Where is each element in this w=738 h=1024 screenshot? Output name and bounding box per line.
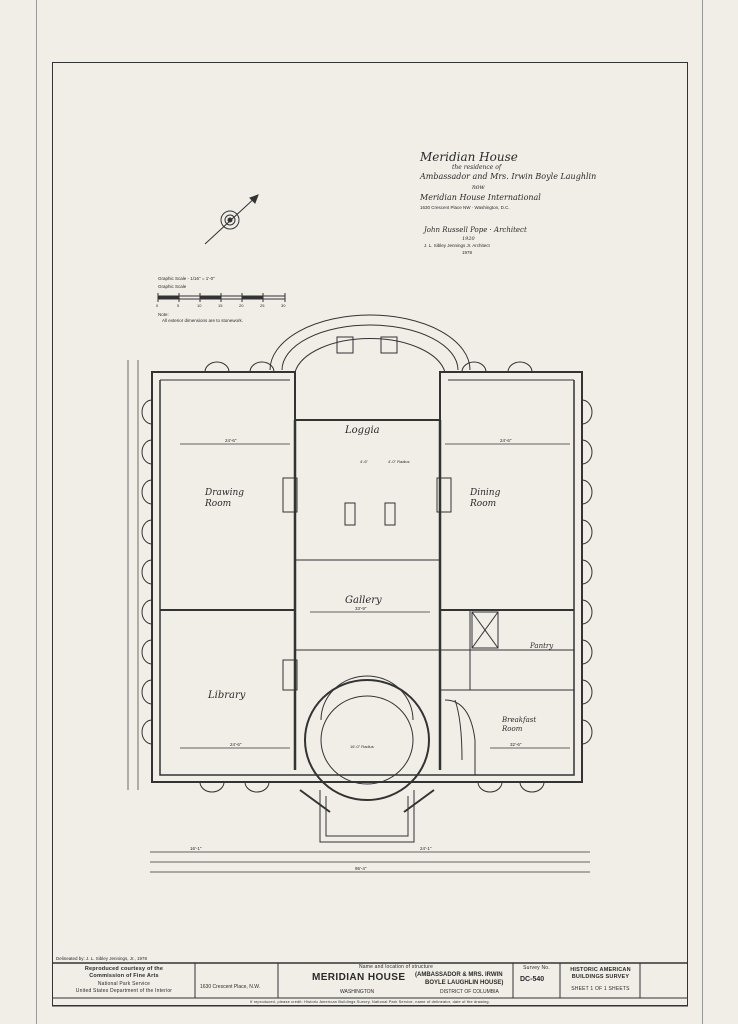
scale-tick-0: 0 — [156, 303, 159, 308]
habs-line-a: HISTORIC AMERICAN — [570, 967, 631, 973]
drawing-title: Meridian House — [420, 150, 518, 164]
scale-tick-30: 30 — [281, 303, 286, 308]
paper-edge-right — [702, 0, 703, 1024]
dim-loggia-offset: 4'-6" — [360, 459, 368, 464]
paper-edge-left — [36, 0, 37, 1024]
delineator-date: 1978 — [462, 250, 473, 255]
scale-bar — [157, 293, 286, 302]
room-dining: Dining Room — [470, 488, 501, 509]
bottom-windows — [199, 781, 545, 793]
delineator-note: J. L. Sibley Jennings Jr. Architect — [424, 243, 490, 248]
room-breakfast: Breakfast Room — [502, 716, 537, 733]
scale-note: All exterior dimensions are to stonework… — [162, 318, 244, 323]
top-windows — [204, 361, 533, 373]
architect: John Russell Pope · Architect — [424, 226, 527, 234]
stair-radius: 16'-0" Radius — [350, 744, 374, 749]
header-line-2: Ambassador and Mrs. Irwin Boyle Laughlin — [420, 172, 597, 181]
dept-interior: United States Department of the Interior — [75, 988, 173, 994]
dim-bottom-1: 16'-1" — [190, 846, 202, 851]
dim-gallery-width: 33'-9" — [355, 606, 367, 611]
header-line-1: the residence of — [452, 164, 502, 171]
room-loggia: Loggia — [345, 425, 380, 436]
habs-line-b: BUILDINGS SURVEY — [571, 974, 630, 980]
footer-credit: If reproduced, please credit: Historic A… — [250, 1000, 490, 1004]
scale-tick-25: 25 — [260, 303, 265, 308]
dim-loggia-radius: 4'-0" Radius — [388, 459, 410, 464]
reproduced-courtesy: Reproduced courtesy of the — [84, 966, 164, 972]
dim-drawing-width: 24'-6" — [225, 438, 237, 443]
scale-tick-15: 15 — [218, 303, 223, 308]
delineated-by: Delineated by: J. L. Sibley Jennings, Jr… — [56, 956, 148, 961]
commission-fine-arts: Commission of Fine Arts — [89, 973, 159, 979]
dim-breakfast-width: 32'-6" — [510, 742, 522, 747]
dim-library-width: 24'-6" — [230, 742, 242, 747]
address: 1630 Crescent Place, N.W. — [200, 984, 261, 990]
dim-dining-width: 24'-6" — [500, 438, 512, 443]
dim-overall: 95'-4" — [355, 866, 367, 871]
scale-tick-10: 10 — [197, 303, 202, 308]
sheet-count: SHEET 1 OF 1 SHEETS — [571, 986, 630, 992]
main-title: MERIDIAN HOUSE — [312, 972, 406, 983]
survey-label: Survey No. — [523, 965, 550, 971]
city: WASHINGTON — [340, 989, 375, 995]
header-line-5: 1630 Crescent Place NW · Washington, D.C… — [420, 205, 510, 210]
note-label: Note: — [158, 312, 169, 317]
room-drawing: Drawing Room — [205, 488, 245, 509]
survey-number: DC-540 — [520, 976, 545, 983]
room-pantry: Pantry — [530, 642, 554, 650]
subtitle-a: (AMBASSADOR & MRS. IRWIN — [415, 972, 503, 978]
scale-tick-5: 5 — [177, 303, 180, 308]
scale-label-2: Graphic Scale — [158, 284, 187, 289]
header-line-3: now — [472, 184, 485, 191]
left-windows — [141, 399, 153, 745]
north-arrow-icon — [204, 194, 259, 245]
room-gallery: Gallery — [345, 595, 382, 606]
room-library: Library — [208, 690, 246, 701]
scale-label: Graphic Scale - 1/16" = 1'-0" — [158, 276, 215, 281]
subtitle-b: BOYLE LAUGHLIN HOUSE) — [425, 980, 504, 986]
header-line-4: Meridian House International — [420, 193, 541, 202]
dim-bottom-2: 24'-1" — [420, 846, 432, 851]
district: DISTRICT OF COLUMBIA — [440, 989, 499, 995]
structure-label: Name and location of structure — [358, 964, 434, 970]
right-windows — [581, 399, 593, 745]
scale-tick-20: 20 — [239, 303, 244, 308]
architect-year: 1920 — [462, 236, 475, 242]
national-park-service: National Park Service — [97, 981, 151, 987]
